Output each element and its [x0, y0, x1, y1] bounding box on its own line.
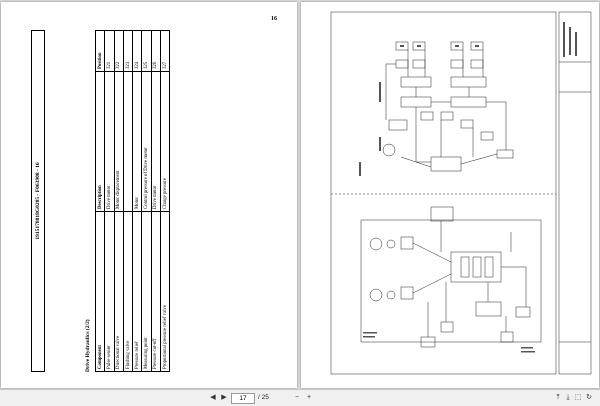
cell-position: 321 — [104, 30, 115, 72]
component-table: Component Description Position Pulse sen… — [95, 30, 170, 372]
cell-description — [123, 71, 133, 212]
cell-component: Measuring point — [141, 211, 152, 372]
table-row: Directional valve Motor displacement 322 — [114, 30, 124, 372]
cell-description: Motor displacement — [114, 71, 124, 212]
page-number-input[interactable] — [231, 393, 255, 404]
cell-position: 324 — [132, 30, 142, 72]
page-up-icon[interactable]: ⤒ — [556, 394, 560, 401]
hydraulic-schematic — [330, 11, 592, 375]
cell-component: Flushing valve — [123, 211, 133, 372]
cell-description: Drive motor — [151, 71, 161, 212]
table-row: Measuring point Control pressure of Driv… — [141, 30, 152, 372]
cell-component: Directional valve — [114, 211, 124, 372]
header-description: Description — [95, 71, 105, 212]
cell-component: Pressure cut-off — [151, 211, 161, 372]
cell-position: 326 — [151, 30, 161, 72]
cell-position: 322 — [114, 30, 124, 72]
header-position: Position — [95, 30, 105, 72]
cell-description: Control pressure of Drive motor — [141, 71, 152, 212]
table-row: Pressure relief Motor 324 — [132, 30, 142, 372]
chevron-right-icon[interactable]: ▶ — [221, 394, 227, 401]
chevron-left-icon[interactable]: ◀ — [210, 394, 216, 401]
rotate-icon[interactable]: ↻ — [586, 394, 592, 401]
rotated-content: 1915178018G0205 - F063908 - 16 Drive Hyd… — [23, 30, 273, 372]
cell-description: Motor — [132, 71, 142, 212]
fit-page-icon[interactable]: ⬚ — [574, 394, 582, 401]
cell-description: Charge pressure — [160, 71, 170, 212]
document-page-right — [301, 2, 599, 388]
section-title: Drive Hydraulics (2/2) — [85, 319, 91, 372]
cell-description: Drive motor — [104, 71, 115, 212]
zoom-out-icon[interactable]: − — [294, 394, 300, 401]
table-row: Proportional pressure relief valve Charg… — [160, 30, 170, 372]
document-title-box: 1915178018G0205 - F063908 - 16 — [31, 30, 45, 372]
page-total-label: / 25 — [258, 394, 269, 401]
header-component: Component — [95, 211, 105, 372]
document-page-left: 16 1915178018G0205 - F063908 - 16 Drive … — [1, 2, 297, 388]
viewer-toolbar: ◀ ▶ / 25 − + ⤒ ⤓ ⬚ ↻ — [0, 389, 600, 406]
cell-component: Proportional pressure relief valve — [160, 211, 170, 372]
table-row: Flushing valve 323 — [123, 30, 133, 372]
cell-position: 327 — [160, 30, 170, 72]
doc-title-line1: 1915178018G0205 - — [35, 193, 41, 240]
cell-component: Pulse sensor — [104, 211, 115, 372]
table-header-row: Component Description Position — [95, 30, 105, 372]
page-number: 16 — [271, 16, 277, 22]
cell-position: 323 — [123, 30, 133, 72]
page-down-icon[interactable]: ⤓ — [566, 394, 570, 401]
cell-position: 325 — [141, 30, 152, 72]
table-row: Pressure cut-off Drive motor 326 — [151, 30, 161, 372]
zoom-in-icon[interactable]: + — [306, 394, 312, 401]
doc-title-line2: F063908 - 16 — [35, 162, 41, 193]
cell-component: Pressure relief — [132, 211, 142, 372]
table-row: Pulse sensor Drive motor 321 — [104, 30, 115, 372]
